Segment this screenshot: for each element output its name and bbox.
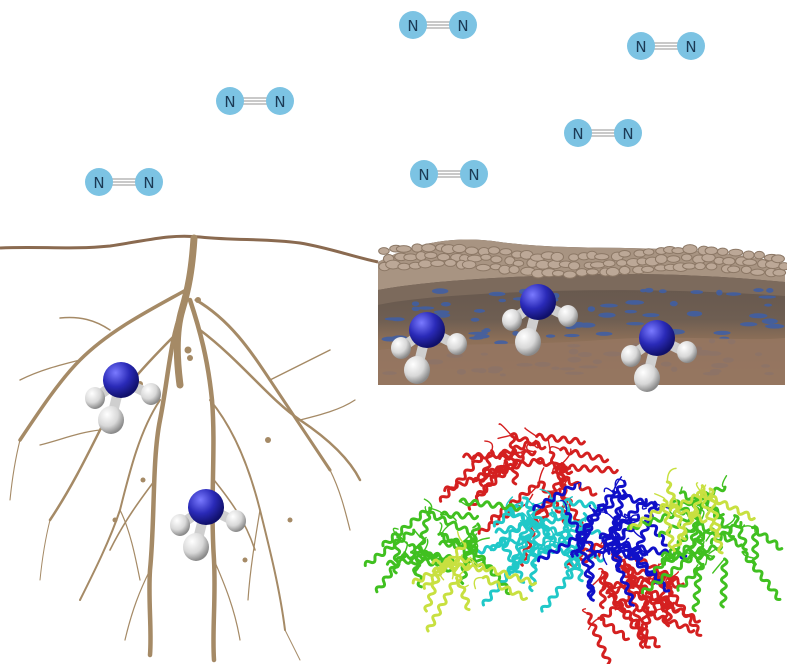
plant-roots xyxy=(9,234,362,663)
ammonia-molecule xyxy=(170,489,246,561)
nitrogen-atom-label: N xyxy=(143,174,154,192)
nitrogen-atom-label: N xyxy=(224,93,235,111)
nitrogen-atom-label: N xyxy=(407,17,418,35)
nitrogen-atom-label: N xyxy=(685,38,696,56)
ammonia-molecule xyxy=(85,362,161,434)
nitrogen-atom-label: N xyxy=(468,166,479,184)
nitrogen-atom-label: N xyxy=(274,93,285,111)
ground-line xyxy=(0,234,379,264)
nitrogen-atom-label: N xyxy=(622,125,633,143)
nitrogen-atom-label: N xyxy=(93,174,104,192)
nitrogen-atom-label: N xyxy=(418,166,429,184)
nitrogenase-protein-structure xyxy=(363,423,784,664)
nitrogen-atom-label: N xyxy=(635,38,646,56)
root-nodules xyxy=(112,297,293,563)
nitrogen-atom-label: N xyxy=(457,17,468,35)
nitrogen-atom-label: N xyxy=(572,125,583,143)
soil-cross-section xyxy=(378,239,787,385)
